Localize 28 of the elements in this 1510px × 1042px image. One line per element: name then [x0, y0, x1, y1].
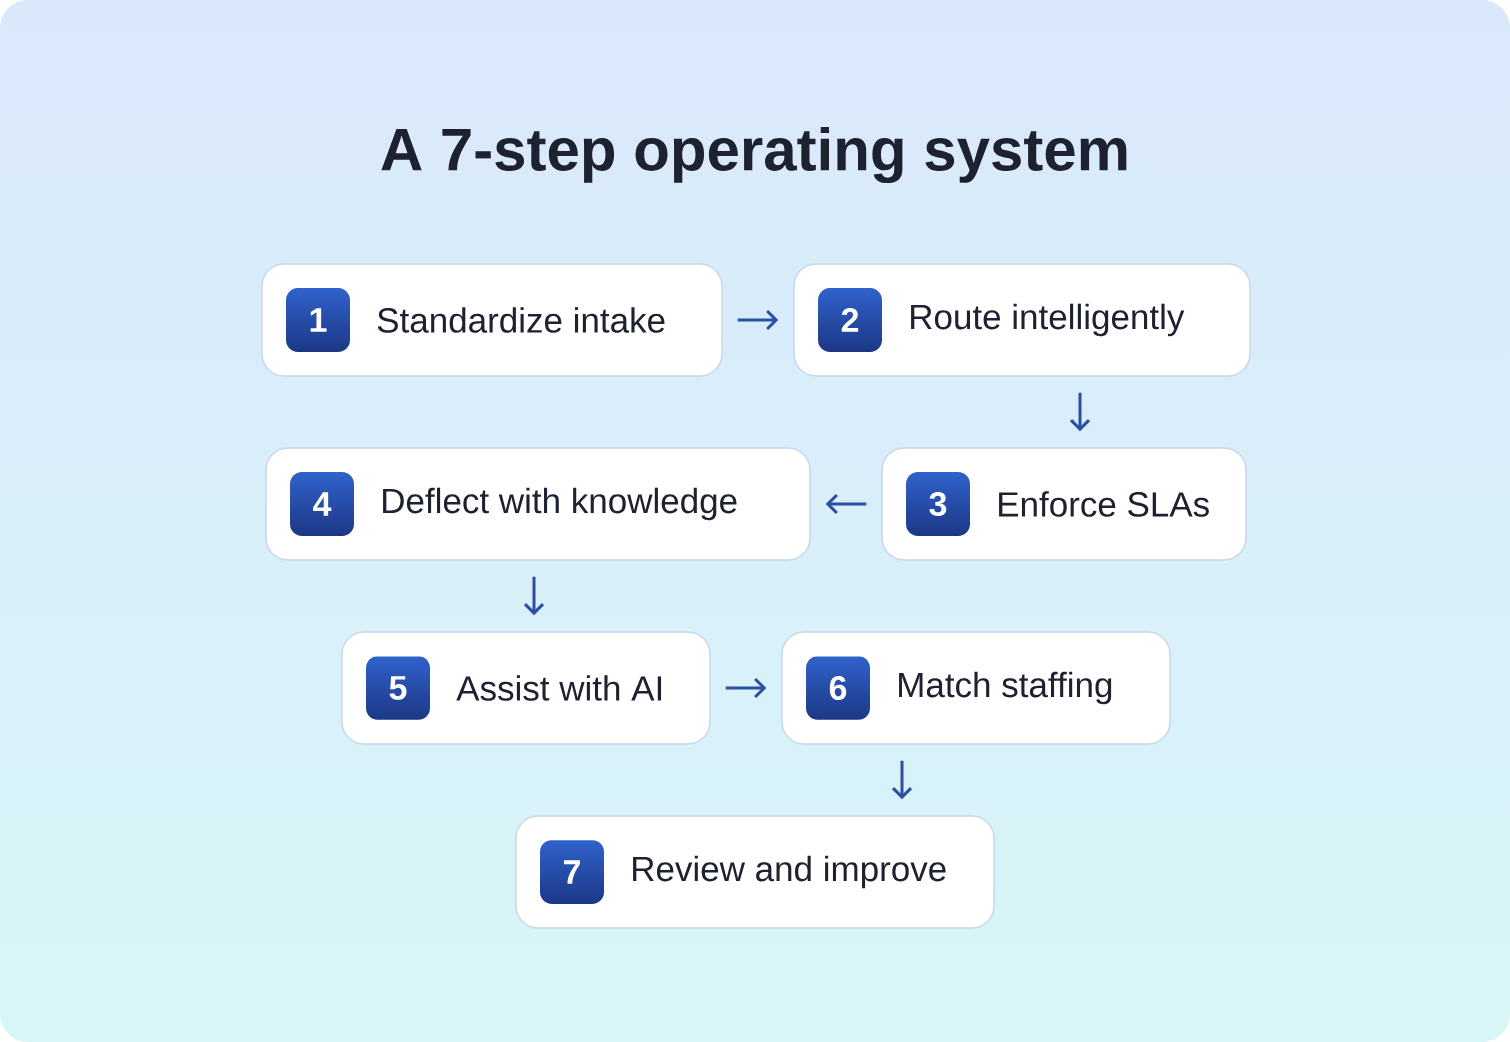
step-number: 5 — [389, 676, 407, 700]
title: A 7-step operating system — [381, 126, 1127, 184]
step-label: Review and improve — [633, 855, 946, 889]
step-box — [881, 447, 1247, 561]
step-box — [261, 263, 723, 377]
step-number: 3 — [929, 491, 947, 517]
step-number: 1 — [310, 308, 327, 332]
arrow — [891, 760, 913, 800]
step-label: Enforce SLAs — [999, 491, 1209, 517]
step-box — [265, 447, 811, 561]
step-label: Standardize intake — [377, 307, 665, 333]
step-box — [781, 631, 1171, 745]
step-number: 2 — [841, 308, 859, 332]
step-number: 7 — [564, 860, 580, 884]
step-box — [515, 815, 995, 929]
step-label: Assist with AI — [456, 675, 662, 701]
step-label: Deflect with knowledge — [383, 487, 737, 521]
arrow — [825, 493, 867, 515]
step-label: Route intelligently — [911, 303, 1185, 337]
arrow — [523, 576, 545, 616]
arrow — [725, 677, 767, 699]
step-box — [341, 631, 711, 745]
step-label: Match staffing — [899, 671, 1112, 705]
step-number: 4 — [313, 492, 332, 516]
arrow — [737, 309, 779, 331]
step-number: 6 — [829, 675, 847, 701]
arrow — [1069, 392, 1091, 432]
step-box — [793, 263, 1251, 377]
